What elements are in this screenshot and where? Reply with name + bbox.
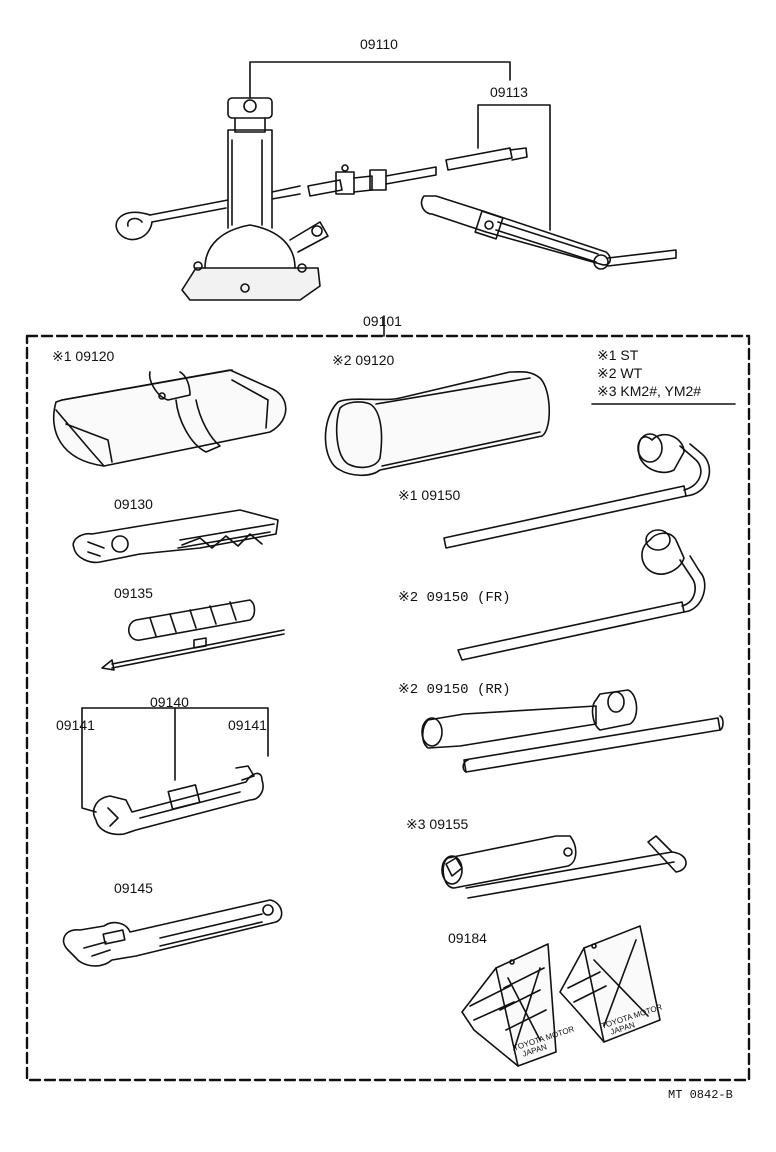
lug-wrench-rr-icon <box>421 689 724 773</box>
tool-set-frame <box>25 334 751 1082</box>
tool-bag-icon <box>52 369 287 467</box>
jack-handle-icon <box>420 147 677 270</box>
callout-tool-set: 09101 <box>363 313 402 329</box>
plug-wrench-icon <box>441 835 687 899</box>
legend-item-1: ※1 ST <box>597 347 639 363</box>
lug-wrench-fr-icon <box>457 529 706 661</box>
wheel-chock-icon <box>461 925 661 1067</box>
wrench-icon <box>92 765 264 836</box>
callout-lug-wrench-rr: ※2 09150 (RR) <box>398 682 511 698</box>
callout-adjustable-wrench: 09145 <box>114 880 153 896</box>
callout-tool-bag-wt: ※2 09120 <box>332 352 395 368</box>
callout-pliers: 09130 <box>114 496 153 512</box>
adjustable-wrench-icon <box>62 899 283 967</box>
leader-09110 <box>249 61 511 99</box>
callout-screwdriver: 09135 <box>114 585 153 601</box>
callout-jack-assembly: 09110 <box>360 36 398 52</box>
legend-item-2: ※2 WT <box>597 365 643 381</box>
callout-lug-wrench-fr: ※2 09150 (FR) <box>398 590 511 606</box>
callout-tool-bag-st: ※1 09120 <box>52 348 115 364</box>
legend-item-3: ※3 KM2#, YM2# <box>597 383 702 399</box>
screwdriver-icon <box>101 599 285 671</box>
callout-jack-handle: 09113 <box>490 84 528 100</box>
callout-plug-wrench: ※3 09155 <box>406 816 469 832</box>
leader-09113 <box>477 104 551 231</box>
leader-09140-bar <box>81 707 269 757</box>
leader-09141-left <box>81 707 97 813</box>
callout-wrench-set: 09140 <box>150 694 189 710</box>
callout-wrench-right: 09141 <box>228 717 267 733</box>
hook-handle-icon <box>115 185 301 241</box>
callout-wrench-left: 09141 <box>56 717 95 733</box>
jack-icon <box>181 97 329 301</box>
pliers-icon <box>72 509 279 564</box>
figure-code: MT 0842-B <box>668 1088 733 1102</box>
callout-wheel-chock: 09184 <box>448 930 487 946</box>
lug-wrench-icon <box>443 433 711 549</box>
callout-lug-wrench-st: ※1 09150 <box>398 487 461 503</box>
extension-bar-icon <box>307 164 437 197</box>
tool-bag-wt-icon <box>324 370 551 477</box>
